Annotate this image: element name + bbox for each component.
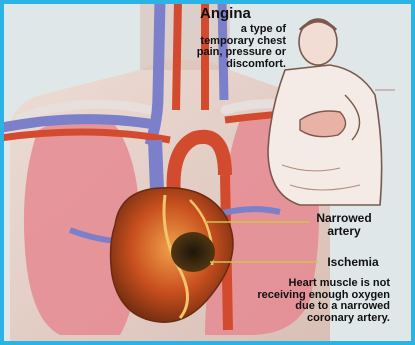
ischemia-region bbox=[171, 232, 215, 272]
narrowed-artery-label: Narrowed artery bbox=[308, 212, 380, 237]
angina-title: Angina bbox=[200, 6, 251, 22]
ischemia-label: Ischemia bbox=[318, 256, 388, 269]
ischemia-description: Heart muscle is not receiving enough oxy… bbox=[250, 278, 390, 324]
carotid-artery-left bbox=[176, 0, 178, 110]
angina-description: a type of temporary chest pain, pressure… bbox=[196, 24, 286, 70]
